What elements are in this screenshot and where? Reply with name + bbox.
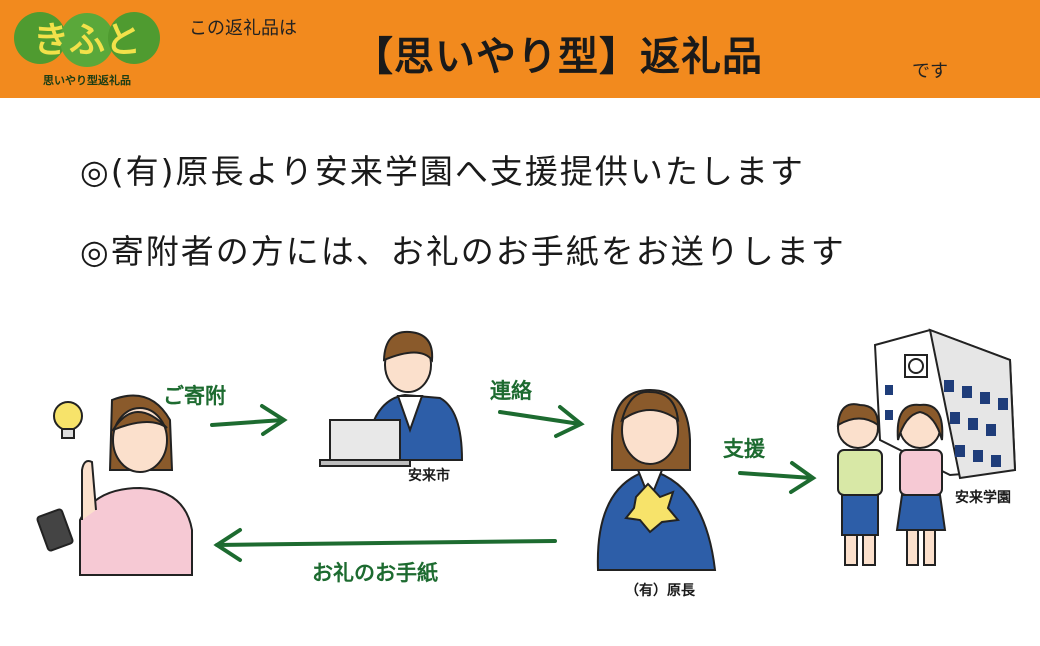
banner-headline: 【思いやり型】返礼品 xyxy=(353,34,763,80)
actor-city-label: 安来市 xyxy=(408,468,450,484)
students-illustration xyxy=(836,403,947,566)
arrow-donation-label: ご寄附 xyxy=(163,384,226,408)
description-line-letter: ◎寄附者の方には、お礼のお手紙をお送りします xyxy=(80,232,846,271)
kifuto-logo: きふと 思いやり型返礼品 xyxy=(14,12,160,87)
school-building-illustration xyxy=(873,328,1017,480)
arrow-support-label: 支援 xyxy=(723,437,765,461)
logo-text: きふと xyxy=(33,20,141,61)
arrow-letter-label: お礼のお手紙 xyxy=(312,561,438,585)
header-banner: きふと 思いやり型返礼品 この返礼品は 【思いやり型】返礼品 です xyxy=(0,0,1040,98)
arrow-donation xyxy=(210,404,288,436)
banner-intro: この返礼品は xyxy=(189,18,297,39)
company-staff-illustration xyxy=(596,388,717,571)
donor-woman-illustration xyxy=(36,394,193,576)
arrow-letter xyxy=(213,528,557,562)
lightbulb-icon xyxy=(53,401,83,431)
arrow-contact-label: 連絡 xyxy=(490,379,532,403)
banner-suffix: です xyxy=(912,61,948,82)
arrow-support xyxy=(738,461,817,494)
logo-subtitle: 思いやり型返礼品 xyxy=(43,73,131,87)
smartphone-icon xyxy=(36,508,74,552)
actor-company-label: （有）原長 xyxy=(625,583,695,599)
city-officer-illustration xyxy=(319,330,464,467)
actor-school-label: 安来学園 xyxy=(955,490,1011,506)
arrow-contact xyxy=(498,405,585,438)
laptop-icon xyxy=(329,419,401,463)
description-line-support: ◎(有)原長より安来学園へ支援提供いたします xyxy=(80,152,805,191)
